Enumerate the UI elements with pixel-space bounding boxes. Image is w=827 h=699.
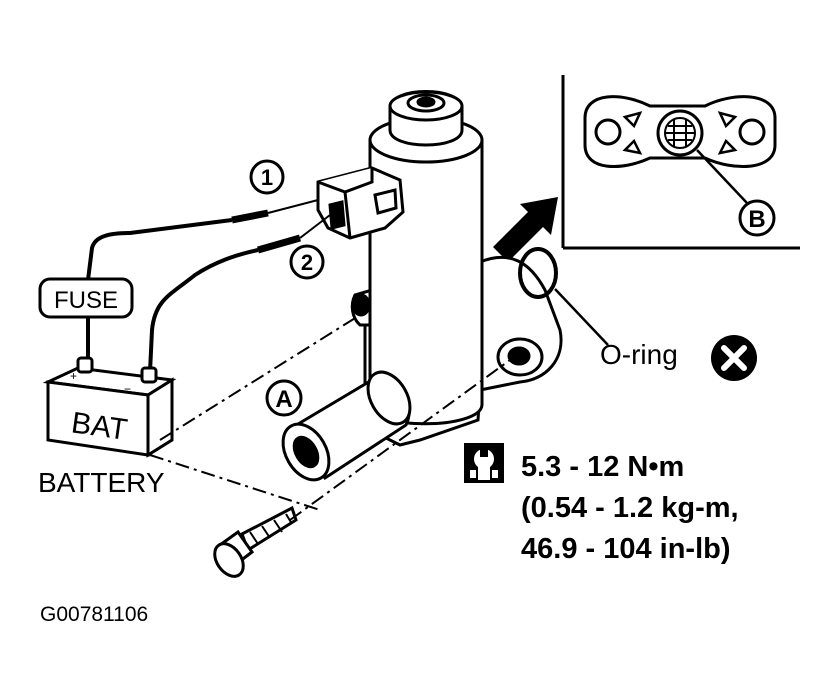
battery-label: BAT [69,406,129,446]
callout-2-label: 2 [301,250,313,275]
x-circle-icon [711,335,757,381]
figure-id: G00781106 [40,603,148,626]
torque-line-3: 46.9 - 104 in-lb) [521,533,731,565]
connector [316,166,405,240]
test-leads [86,199,331,373]
gasket-triangles [622,111,738,155]
alignment-lines [149,314,511,521]
callout-b-label: B [748,206,765,233]
fuse-label: FUSE [54,287,118,314]
battery: + − BAT [42,356,177,458]
inset-detail [561,75,800,250]
svg-text:−: − [124,382,131,396]
callout-1: 1 [249,159,285,195]
solenoid-body [350,90,563,447]
battery-caption: BATTERY [38,467,165,498]
torque-wrench-icon [464,443,504,483]
oring-label: O-ring [600,339,678,370]
mesh-screen [666,119,694,147]
torque-line-2: (0.54 - 1.2 kg-m, [521,492,739,524]
callout-a-label: A [275,386,292,413]
detail-arrow [493,197,558,262]
oring-leader [554,288,609,346]
filter-part [281,370,412,482]
gasket [583,95,777,169]
bolt [213,505,298,578]
callout-1-label: 1 [261,165,273,190]
callout-a: A [265,379,303,417]
callout-b: B [738,199,776,237]
fuse: FUSE [38,277,134,319]
torque-line-1: 5.3 - 12 N•m [521,451,684,483]
svg-text:+: + [70,369,77,383]
callout-2: 2 [289,244,325,280]
